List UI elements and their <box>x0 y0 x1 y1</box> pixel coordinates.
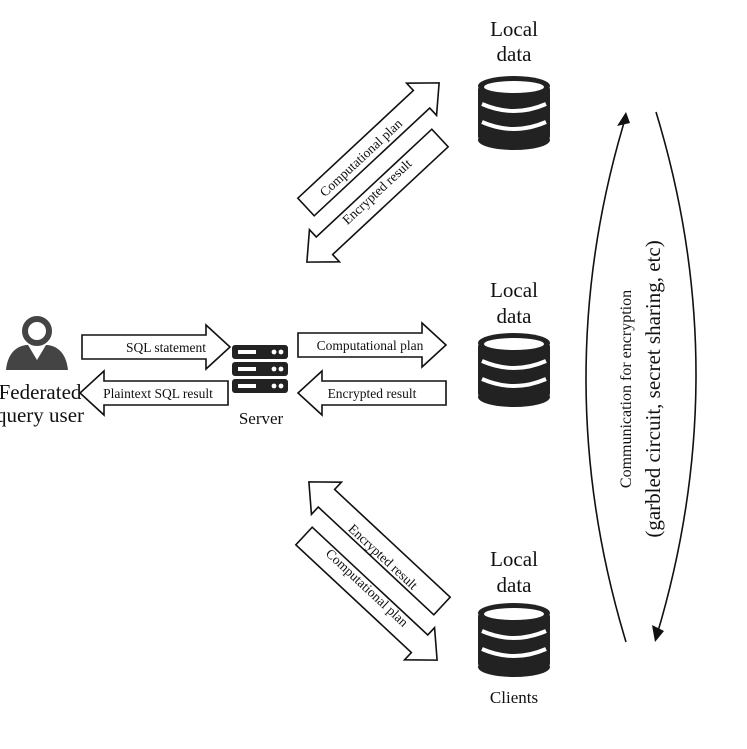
communication-curve-left <box>585 115 627 643</box>
clients-label: Clients <box>490 688 538 707</box>
client-3-result-arrow <box>308 481 452 616</box>
client-3-label-line2: data <box>497 573 533 597</box>
database-icon <box>478 76 550 150</box>
plaintext-result-arrow <box>78 369 229 417</box>
client-2-label-line1: Local <box>490 278 538 302</box>
user-label-line1: Federated <box>0 380 82 404</box>
client-1-result-arrow <box>306 128 450 263</box>
sql-statement-arrow <box>81 323 232 371</box>
communication-label-line1: Communication for encryption <box>618 290 635 488</box>
communication-label-line2: (garbled circuit, secret sharing, etc) <box>641 240 665 537</box>
database-icon <box>478 333 550 407</box>
sql-statement-label: SQL statement <box>126 340 206 355</box>
client-2-plan-label: Computational plan <box>317 338 424 353</box>
server-icon <box>232 345 288 393</box>
client-2-label-line2: data <box>497 304 533 328</box>
database-icon <box>478 603 550 677</box>
communication-curve-left-arrowhead <box>617 112 630 126</box>
client-1-label-line1: Local <box>490 17 538 41</box>
server-label: Server <box>239 409 284 428</box>
client-2-plan-arrow <box>297 321 448 369</box>
client-3-label-line1: Local <box>490 547 538 571</box>
communication-curve-right <box>655 111 697 639</box>
client-1-label-line2: data <box>497 42 533 66</box>
client-1-plan-arrow <box>296 82 440 217</box>
client-2-result-arrow <box>296 369 447 417</box>
user-icon <box>6 316 68 370</box>
client-3-plan-arrow <box>294 526 438 661</box>
plaintext-result-label: Plaintext SQL result <box>103 386 213 401</box>
communication-curve-right-arrowhead <box>652 625 664 642</box>
client-2-result-label: Encrypted result <box>328 386 417 401</box>
user-label-line2: query user <box>0 403 84 427</box>
